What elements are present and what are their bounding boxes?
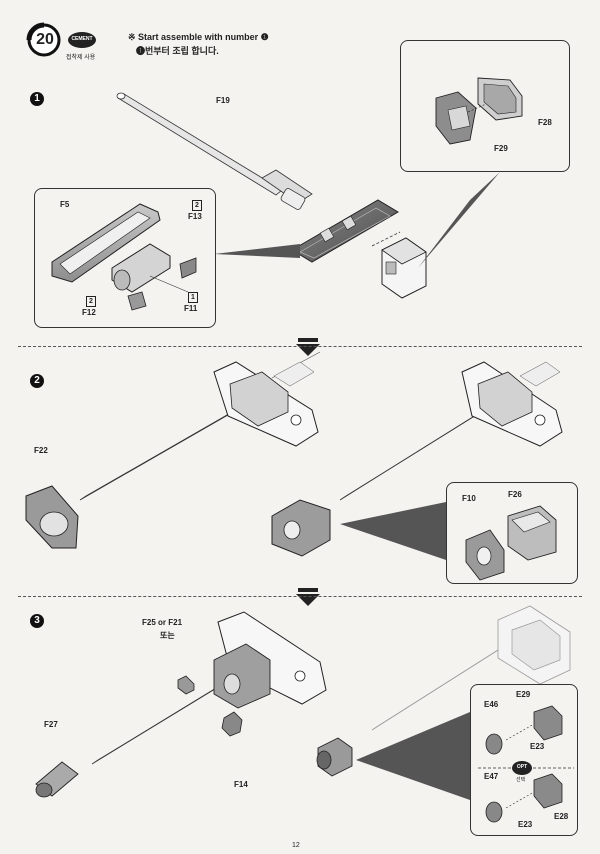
part-qty-f11: 1 xyxy=(188,292,199,303)
part-label-f11: F11 xyxy=(184,304,198,313)
part-label-e23-bottom: E23 xyxy=(518,820,533,829)
f29-part-drawing xyxy=(435,91,487,145)
inset-f10-f26 xyxy=(446,482,578,584)
qty-box: 1 xyxy=(188,292,198,303)
inset-f5-f11 xyxy=(34,188,216,328)
qty-box: 2 xyxy=(86,296,96,307)
opt-badge-label: OPT xyxy=(516,764,528,770)
part-label-f26: F26 xyxy=(508,490,522,499)
part-label-e46: E46 xyxy=(484,700,499,709)
opt-badge-icon xyxy=(512,761,532,775)
f11-part-drawing xyxy=(111,243,189,293)
step-separator xyxy=(18,346,582,347)
part-label-f25-f21-korean: 또는 xyxy=(160,631,175,640)
inset-f28-f29 xyxy=(400,40,570,172)
arrow-down-icon xyxy=(296,338,320,356)
step3-right-assembly-drawing xyxy=(371,605,571,731)
opt-note: 선택 xyxy=(516,777,526,783)
step-marker-2: 2 xyxy=(30,374,44,388)
step2-left-assembly-drawing xyxy=(79,351,321,501)
step3-left-assembly-drawing xyxy=(91,611,327,765)
part-label-f14: F14 xyxy=(234,780,248,789)
callout-pointer xyxy=(340,502,446,560)
mantlet-assembled-drawing xyxy=(291,199,401,263)
step-marker-3: 3 xyxy=(30,614,44,628)
part-label-e29: E29 xyxy=(516,690,531,699)
instruction-korean: ❶번부터 조립 합니다. xyxy=(136,46,219,56)
part-label-f19: F19 xyxy=(216,96,230,105)
arrow-down-icon xyxy=(296,588,320,606)
part-label-f28: F28 xyxy=(538,118,552,127)
e46-e29-option-drawing xyxy=(485,705,563,755)
part-label-f27: F27 xyxy=(44,720,58,729)
page-number: 12 xyxy=(292,842,300,849)
f13-part-drawing xyxy=(179,257,197,279)
qty-box: 2 xyxy=(192,200,202,211)
callout-pointer xyxy=(356,712,470,800)
e47-e28-option-drawing xyxy=(485,773,563,823)
f22-part-drawing xyxy=(25,485,79,549)
step-marker-1: 1 xyxy=(30,92,44,106)
f26-f10-assembled-drawing xyxy=(271,499,331,557)
f27-part-drawing xyxy=(35,761,79,798)
part-label-f10: F10 xyxy=(462,494,476,503)
instruction-english: ※ Start assemble with number ❶ xyxy=(128,32,269,42)
f10-part-drawing xyxy=(465,529,505,581)
part-label-f12: F12 xyxy=(82,308,96,317)
f14-part-drawing xyxy=(221,711,243,737)
cement-note: 접착제 사용 xyxy=(66,55,96,61)
part-label-f25-f21: F25 or F21 xyxy=(142,618,183,627)
cement-badge-label: CEMENT xyxy=(71,36,93,42)
part-label-f29: F29 xyxy=(494,144,508,153)
f25-part-drawing xyxy=(177,675,195,695)
f26-part-drawing xyxy=(507,505,557,561)
f5-part-drawing xyxy=(51,203,161,283)
step-circle-icon xyxy=(26,22,61,57)
callout-pointer xyxy=(214,244,300,258)
inset-e-options xyxy=(470,684,578,836)
step-separator xyxy=(18,596,582,597)
step2-right-assembly-drawing xyxy=(339,361,563,501)
cement-badge-icon xyxy=(68,32,96,48)
part-label-f22: F22 xyxy=(34,446,48,455)
muzzle-brake-drawing xyxy=(316,737,353,777)
part-qty-f12: 2 xyxy=(86,296,97,307)
part-label-e23-top: E23 xyxy=(530,742,545,751)
f28-part-drawing xyxy=(477,77,523,121)
f19-barrel-drawing xyxy=(116,92,313,210)
breech-block-drawing xyxy=(381,237,427,299)
part-label-f13: F13 xyxy=(188,212,202,221)
f12-part-drawing xyxy=(127,291,147,311)
callout-pointer xyxy=(418,172,500,268)
part-label-e28: E28 xyxy=(554,812,569,821)
part-label-e47: E47 xyxy=(484,772,499,781)
part-qty-f13: 2 xyxy=(192,200,203,211)
step-number: 20 xyxy=(36,31,54,48)
part-label-f5: F5 xyxy=(60,200,70,209)
